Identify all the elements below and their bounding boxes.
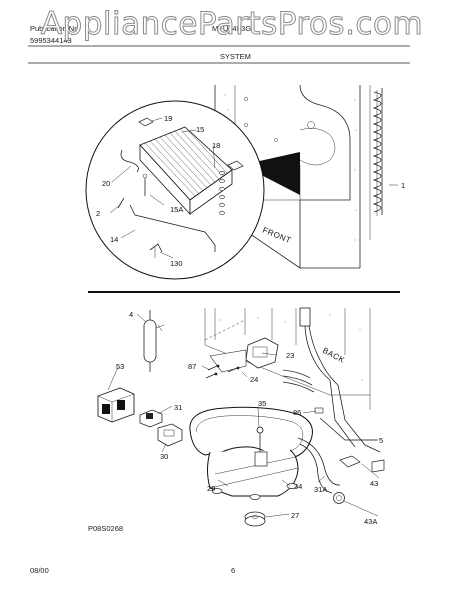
back-label: BACK <box>321 346 346 365</box>
label-24: 24 <box>250 375 258 384</box>
label-23: 23 <box>286 351 294 360</box>
publication-label: Publication No. <box>30 24 81 33</box>
label-1: 1 <box>401 181 405 190</box>
discharge-tube <box>299 443 333 494</box>
grommet-illustration <box>244 511 266 527</box>
drier-illustration <box>143 310 165 372</box>
detail-circle <box>85 100 265 280</box>
terminal-cover-illustration <box>157 423 183 447</box>
label-30: 30 <box>160 452 168 461</box>
label-15: 15 <box>196 125 204 134</box>
relay-illustration <box>139 409 163 428</box>
label-87: 87 <box>188 362 196 371</box>
screws-illustration <box>205 364 240 379</box>
label-31: 31 <box>174 403 182 412</box>
drain-line <box>319 417 378 441</box>
model-number: MFU14F3G <box>212 24 252 33</box>
bottom-leaders <box>107 313 380 518</box>
clip-86-illustration <box>314 407 324 414</box>
diagram-code: P08S0268 <box>88 524 124 533</box>
footer-date: 08/00 <box>30 566 49 575</box>
label-86: 86 <box>293 408 301 417</box>
label-29: 29 <box>207 484 215 493</box>
label-27: 27 <box>291 511 299 520</box>
label-43a: 43A <box>364 517 377 526</box>
connector-43-illustration <box>339 455 385 473</box>
label-15a: 15A <box>170 205 183 214</box>
label-19: 19 <box>164 114 172 123</box>
detail-leaders <box>109 117 216 259</box>
label-18: 18 <box>212 141 220 150</box>
label-35: 35 <box>258 399 266 408</box>
front-label: FRONT <box>261 226 292 246</box>
label-14: 14 <box>110 235 118 244</box>
label-2: 2 <box>96 209 100 218</box>
label-31a: 31A <box>314 485 327 494</box>
clamp-43a-illustration <box>333 492 345 504</box>
page-number: 6 <box>231 566 236 575</box>
wall-coil-illustration <box>372 88 398 216</box>
label-53: 53 <box>116 362 124 371</box>
process-tube <box>297 437 341 486</box>
label-130: 130 <box>170 259 183 268</box>
publication-number: 5995344143 <box>30 36 72 45</box>
label-4: 4 <box>129 310 133 319</box>
label-43: 43 <box>370 479 378 488</box>
compressor-illustration <box>189 406 313 500</box>
label-5: 5 <box>379 436 383 445</box>
section-title: SYSTEM <box>220 52 251 61</box>
label-20: 20 <box>102 179 110 188</box>
overload-protector-illustration <box>97 387 135 423</box>
label-34: 34 <box>294 482 302 491</box>
